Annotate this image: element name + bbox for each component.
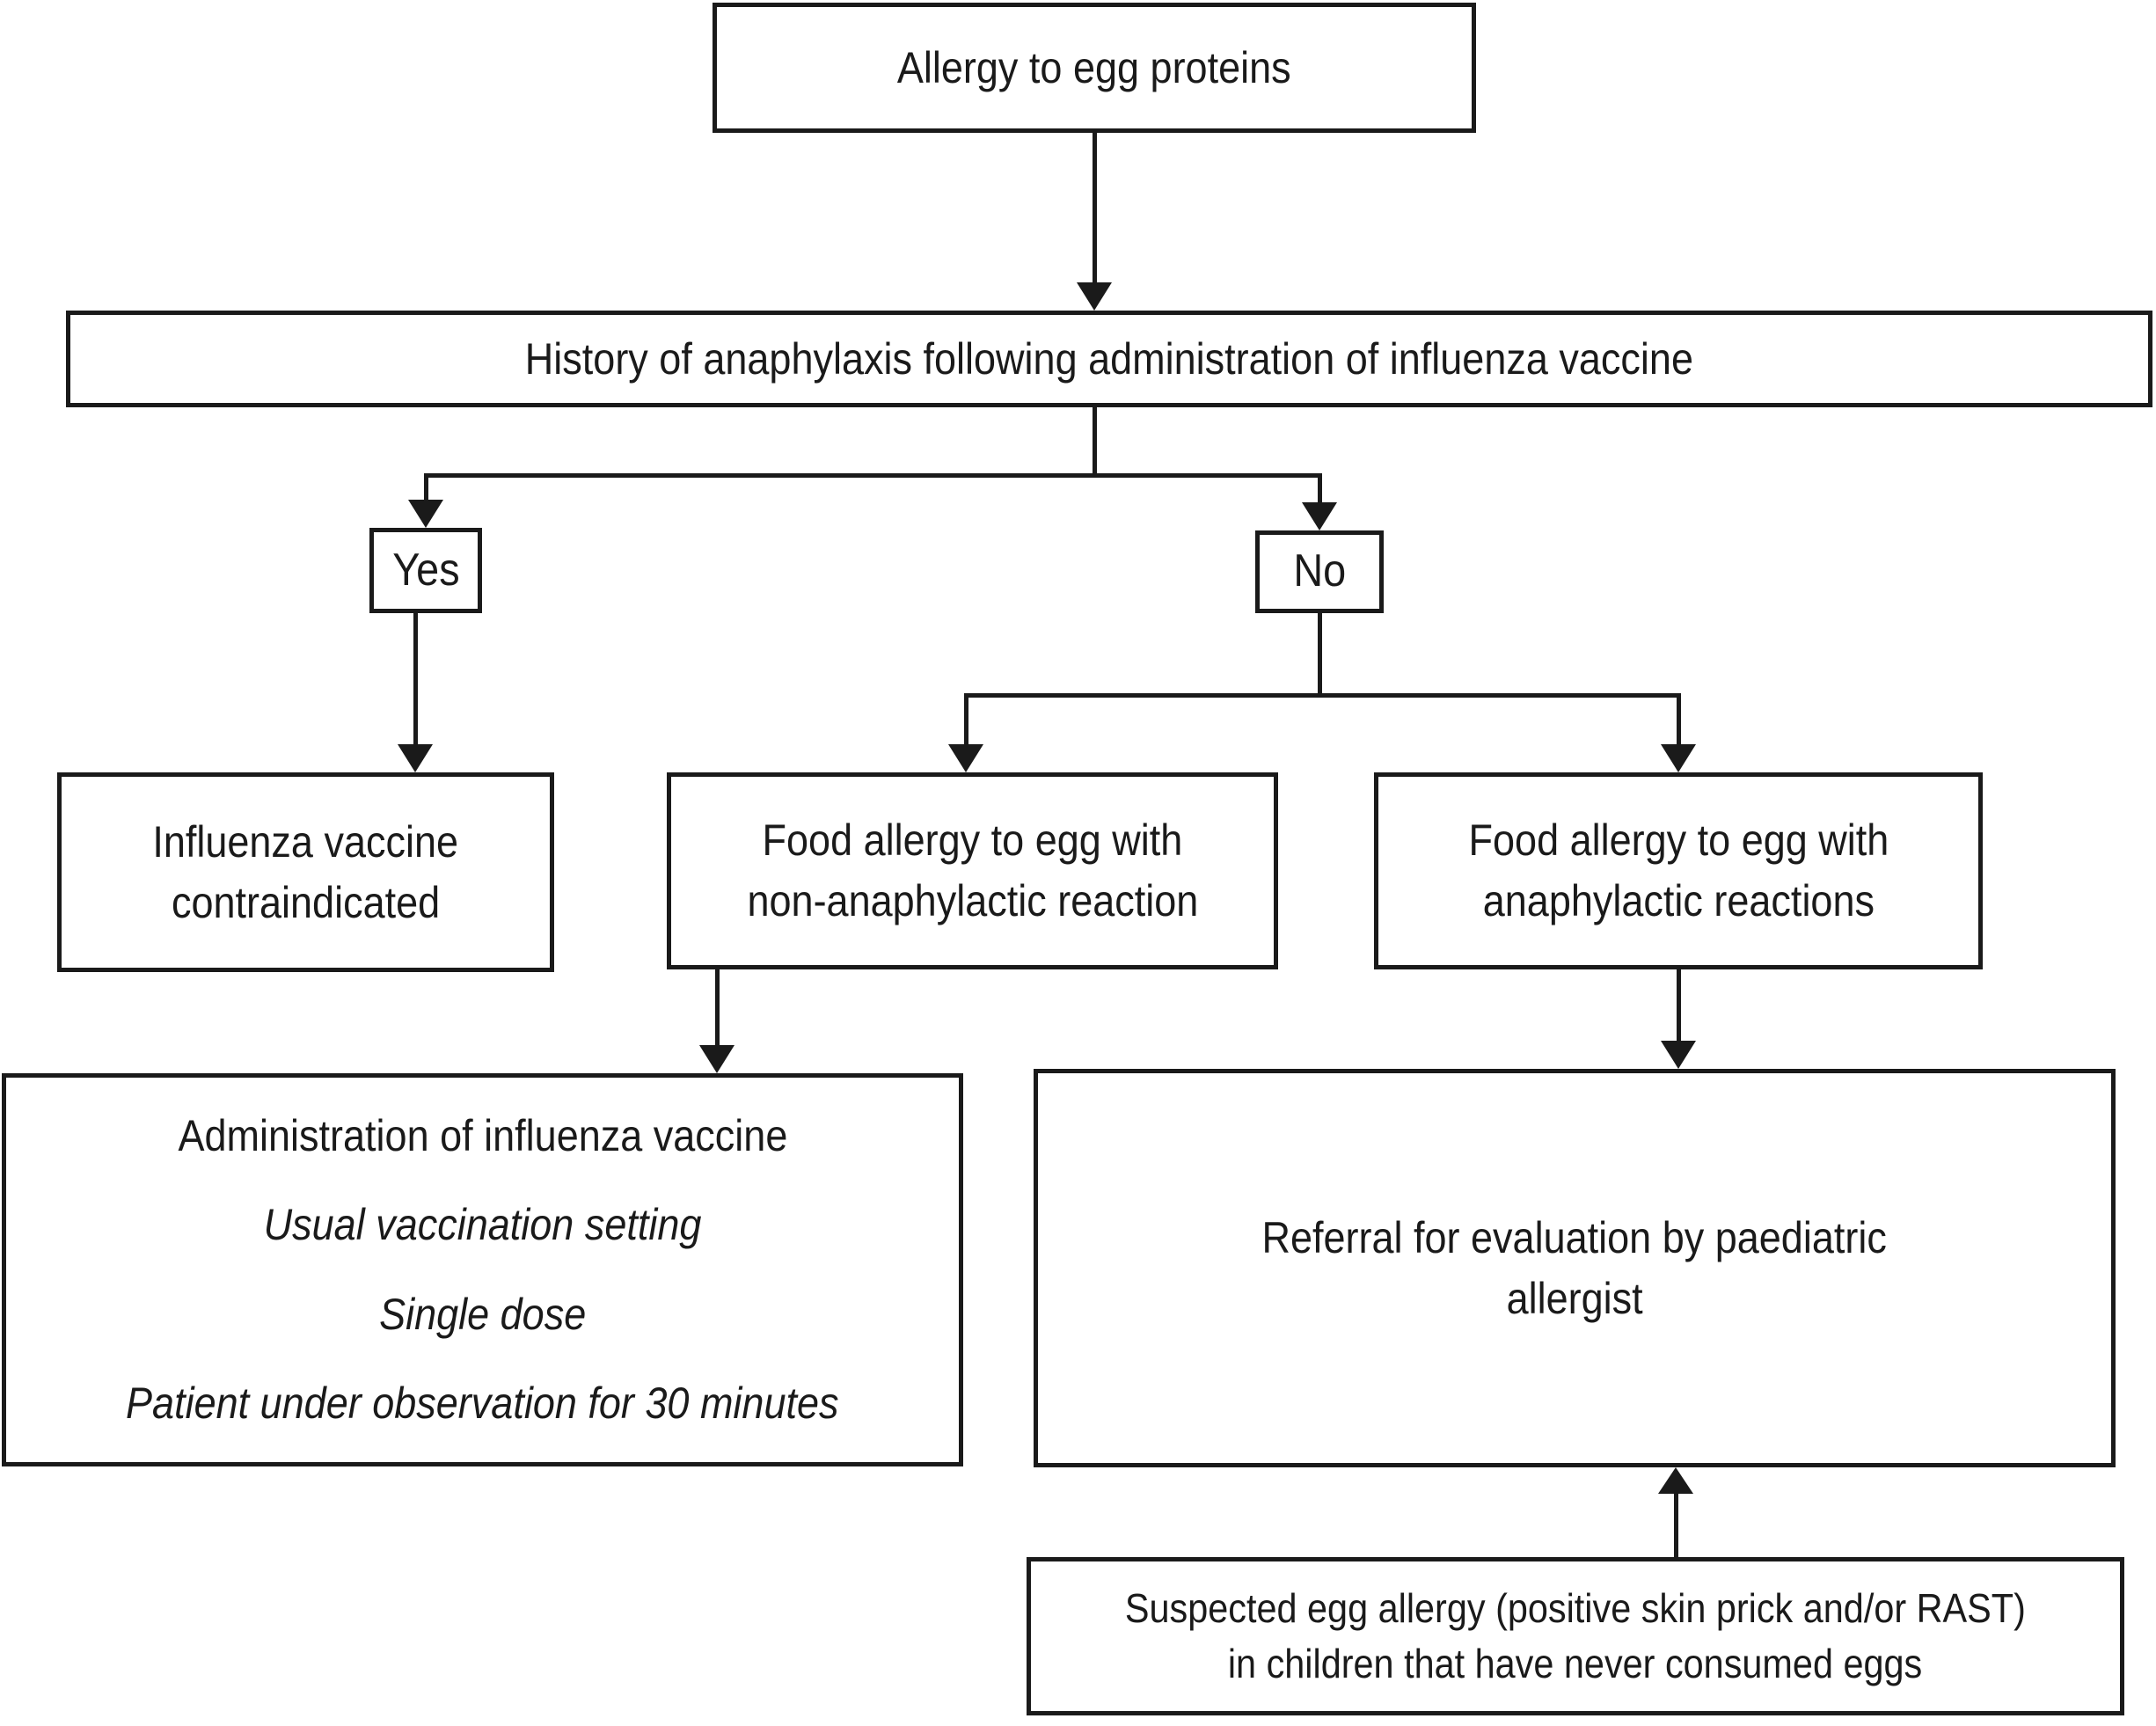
connector-nonanaphylactic-administration-line <box>715 969 720 1047</box>
node-history-of-anaphylaxis: History of anaphylaxis following adminis… <box>66 311 2152 407</box>
node-label-line: allergist <box>1506 1273 1643 1323</box>
node-label-detail: Patient under observation for 30 minutes <box>126 1378 839 1428</box>
connector-nonanaphylactic-stem <box>964 693 968 746</box>
arrowhead-down-icon <box>948 744 983 772</box>
connector-allergy-history-line <box>1093 133 1097 284</box>
node-label-line: contraindicated <box>171 877 441 927</box>
arrowhead-up-icon <box>1658 1467 1693 1494</box>
connector-yes-contraindicated-line <box>413 613 418 746</box>
node-yes: Yes <box>369 528 482 613</box>
connector-suspected-referral-line <box>1674 1492 1678 1559</box>
node-label-line: in children that have never consumed egg… <box>1228 1641 1923 1686</box>
connector-anaphylactic-stem <box>1677 693 1681 746</box>
arrowhead-down-icon <box>408 500 443 528</box>
node-label-line: non-anaphylactic reaction <box>747 876 1198 925</box>
connector-history-split-line <box>1093 407 1097 478</box>
connector-no-stem <box>1318 473 1322 506</box>
node-label-title: Administration of influenza vaccine <box>178 1111 787 1161</box>
node-no: No <box>1255 530 1384 613</box>
arrowhead-down-icon <box>1302 502 1337 530</box>
node-vaccine-contraindicated: Influenza vaccine contraindicated <box>57 772 554 972</box>
node-label: Allergy to egg proteins <box>897 42 1291 92</box>
node-label-line: Referral for evaluation by paediatric <box>1261 1212 1888 1262</box>
arrowhead-down-icon <box>699 1045 735 1073</box>
node-label-line: Food allergy to egg with <box>762 815 1183 865</box>
node-label: No <box>1293 545 1346 597</box>
node-label-line: Food allergy to egg with <box>1468 815 1889 865</box>
connector-yes-stem <box>424 473 428 503</box>
node-label-line: anaphylactic reactions <box>1482 876 1875 925</box>
node-nonanaphylactic-egg-allergy: Food allergy to egg with non-anaphylacti… <box>667 772 1278 969</box>
node-allergy-to-egg-proteins: Allergy to egg proteins <box>713 3 1476 133</box>
node-label-detail: Single dose <box>378 1289 587 1339</box>
arrowhead-down-icon <box>1661 1041 1696 1069</box>
node-suspected-egg-allergy: Suspected egg allergy (positive skin pri… <box>1027 1557 2124 1715</box>
connector-anaphylactic-referral-line <box>1677 969 1681 1043</box>
node-anaphylactic-egg-allergy: Food allergy to egg with anaphylactic re… <box>1374 772 1983 969</box>
arrowhead-down-icon <box>1077 282 1112 311</box>
node-label-line: Influenza vaccine <box>152 816 459 867</box>
connector-yesno-split-bar <box>424 473 1322 478</box>
connector-no-split-line <box>1318 613 1322 698</box>
arrowhead-down-icon <box>398 744 433 772</box>
node-label: History of anaphylaxis following adminis… <box>524 333 1694 384</box>
node-label-detail: Usual vaccination setting <box>263 1200 702 1250</box>
node-label: Yes <box>391 544 460 596</box>
node-label-line: Suspected egg allergy (positive skin pri… <box>1125 1584 2026 1631</box>
connector-foodallergy-split-bar <box>964 693 1681 698</box>
arrowhead-down-icon <box>1661 744 1696 772</box>
node-administration-of-vaccine: Administration of influenza vaccine Usua… <box>2 1073 963 1466</box>
node-referral-paediatric-allergist: Referral for evaluation by paediatric al… <box>1034 1069 2116 1467</box>
